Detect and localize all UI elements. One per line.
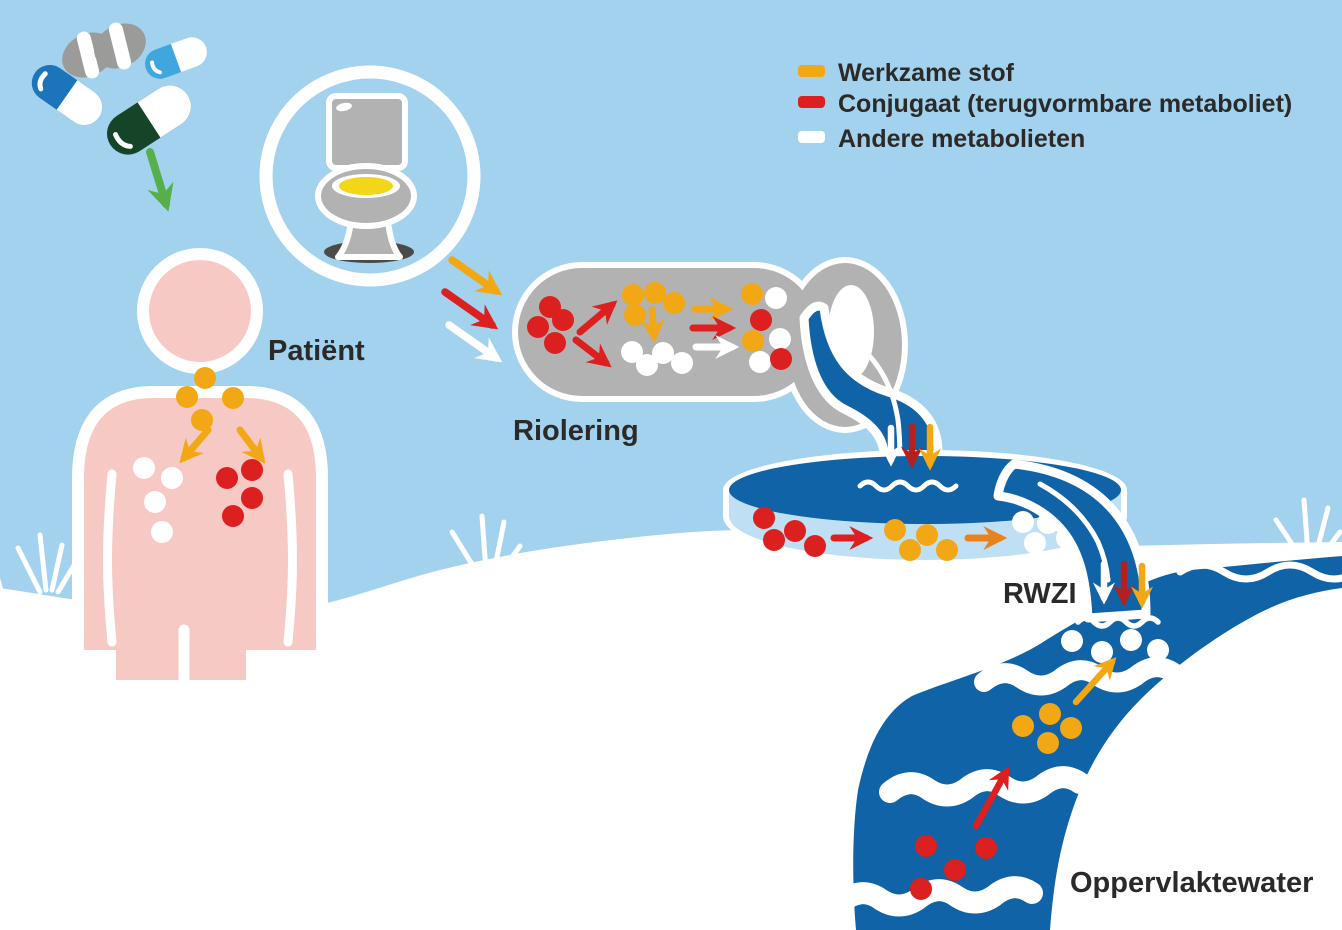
river-wave-band-3 [831, 876, 1043, 917]
legend-swatch-active-substance [798, 65, 825, 77]
pills-icon [31, 22, 207, 155]
basin-splash-wave [857, 479, 959, 493]
pipe-dots-other-metabolites [621, 341, 693, 376]
tablet-icon [94, 22, 146, 70]
legend-swatch-conjugate [798, 96, 825, 108]
capsule-green-icon [107, 85, 191, 155]
toilet-icon [259, 65, 481, 287]
river-splash-wave [1075, 615, 1161, 629]
patient-label: Patiënt [268, 335, 365, 367]
pipe-transport-arrows [689, 297, 740, 359]
inflow-arrows [879, 422, 942, 471]
patient-dots-active-substance [176, 367, 244, 431]
river-wave-band-2 [879, 766, 1091, 807]
toilet-to-sewer-arrows [441, 256, 503, 363]
treatment-plant-label: RWZI [1003, 578, 1077, 610]
grass-tuft-middle [449, 513, 523, 577]
pipe-dots-active-substance [622, 282, 685, 326]
pipe-outflow-water [799, 301, 943, 491]
river-conversion-arrow-red [972, 766, 1010, 830]
capsule-blue-icon [31, 64, 103, 126]
pipe-dots-conjugate [527, 296, 574, 354]
patient-dots-conjugate [216, 459, 263, 527]
pipe-split-arrows [572, 300, 618, 368]
river-wave-band-1 [974, 657, 1184, 696]
legend-label-other-metabolites: Andere metabolieten [838, 125, 1085, 153]
legend-swatch-other-metabolites [798, 131, 825, 143]
legend: Werkzame stof Conjugaat (terugvormbare m… [798, 59, 1292, 153]
grass-tuft-right [1273, 497, 1342, 559]
legend-label-conjugate: Conjugaat (terugvormbare metaboliet) [838, 90, 1292, 118]
ingestion-arrow [146, 148, 174, 212]
patient-metabolism-arrows [179, 426, 266, 464]
legend-label-active-substance: Werkzame stof [838, 59, 1015, 87]
pipe-mixed-dots [741, 283, 792, 373]
river [853, 556, 1342, 930]
river-conversion-arrow-orange [1072, 657, 1117, 706]
surface-water-label: Oppervlaktewater [1070, 867, 1313, 899]
basin-dots-conjugate [753, 507, 826, 557]
capsule-lightblue-icon [145, 37, 207, 79]
basin-dots-active-substance [884, 519, 958, 561]
sewer-label: Riolering [513, 415, 639, 447]
river-crest-wave [1176, 561, 1342, 583]
river-dots-conjugate [910, 835, 997, 900]
toilet-circle-ring [259, 65, 481, 287]
pipe-degradation-arrow [640, 306, 665, 344]
river-dots-active-substance [1012, 703, 1082, 754]
patient-dots-other-metabolites [133, 457, 183, 543]
outflow-arrows [1092, 560, 1154, 609]
